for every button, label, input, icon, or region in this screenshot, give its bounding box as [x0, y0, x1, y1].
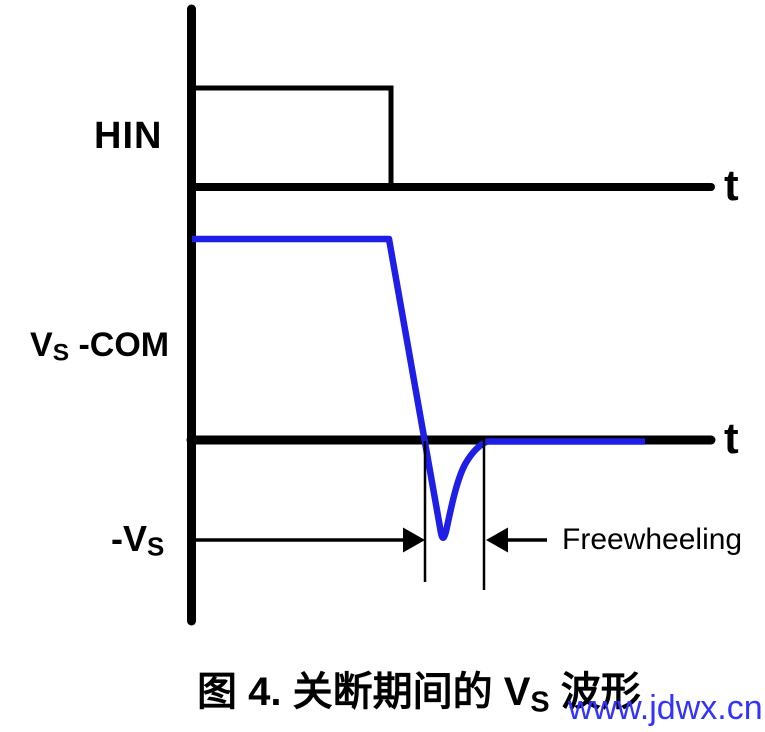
caption-prefix: 图 4. 关断期间的 [197, 670, 504, 714]
freewheeling-arrowhead-icon [486, 527, 508, 553]
hin-time-axis-label: t [724, 161, 739, 210]
caption-v: V [503, 670, 531, 714]
figure-caption: 图 4. 关断期间的 VS 波形 [197, 672, 641, 717]
vs-waveform [192, 235, 645, 541]
vs-com-subscript: S [52, 339, 70, 367]
neg-vs-arrowhead-icon [403, 527, 425, 553]
hin-signal-label: HIN [94, 115, 163, 157]
vs-com-rest: -COM [69, 326, 170, 364]
vs-com-main: V [30, 326, 53, 364]
neg-vs-main: -V [111, 518, 147, 559]
neg-vs-subscript: S [147, 533, 165, 562]
caption-suffix: 波形 [549, 670, 641, 714]
watermark-text: www.jdwx.cn [568, 689, 763, 727]
vs-time-axis-label: t [724, 414, 739, 463]
neg-vs-level-label: -VS [111, 521, 164, 562]
freewheeling-label: Freewheeling [562, 523, 743, 556]
caption-v-subscript: S [530, 686, 550, 719]
hin-pulse [192, 85, 394, 184]
vs-com-signal-label: VS -COM [30, 328, 169, 366]
